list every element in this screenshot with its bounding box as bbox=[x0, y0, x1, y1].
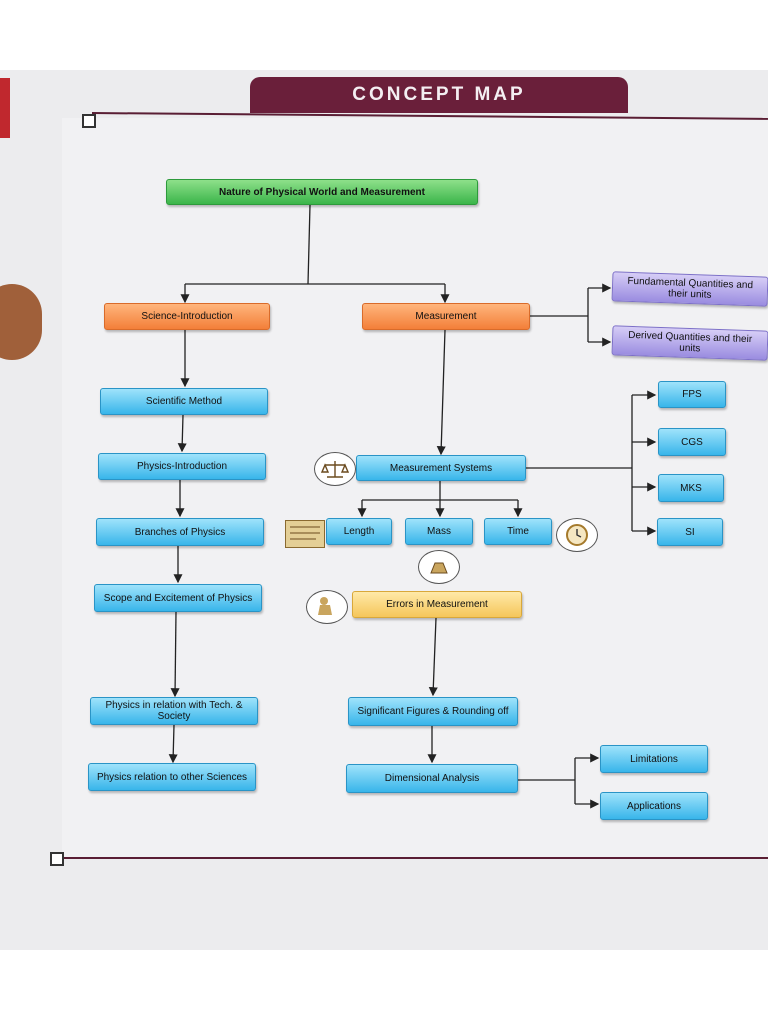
node-mass: Mass bbox=[405, 518, 473, 545]
node-derived-quantities: Derived Quantities and their units bbox=[611, 325, 768, 361]
node-physics-introduction: Physics-Introduction bbox=[98, 453, 266, 480]
ruler-icon bbox=[285, 520, 325, 548]
bottom-rule bbox=[60, 857, 768, 859]
page-edge bbox=[0, 78, 10, 138]
node-branches-of-physics: Branches of Physics bbox=[96, 518, 264, 546]
node-tech-society: Physics in relation with Tech. & Society bbox=[90, 697, 258, 725]
page-title: CONCEPT MAP bbox=[250, 77, 628, 113]
node-measurement-systems: Measurement Systems bbox=[356, 455, 526, 481]
weight-icon bbox=[418, 550, 460, 584]
node-science-introduction: Science-Introduction bbox=[104, 303, 270, 330]
node-errors-in-measurement: Errors in Measurement bbox=[352, 591, 522, 618]
node-measurement: Measurement bbox=[362, 303, 530, 330]
node-cgs: CGS bbox=[658, 428, 726, 456]
node-applications: Applications bbox=[600, 792, 708, 820]
top-corner-marker bbox=[82, 114, 96, 128]
finger bbox=[0, 284, 42, 360]
node-other-sciences: Physics relation to other Sciences bbox=[88, 763, 256, 791]
thinking-figure-icon bbox=[306, 590, 348, 624]
node-si: SI bbox=[657, 518, 723, 546]
node-limitations: Limitations bbox=[600, 745, 708, 773]
node-dimensional-analysis: Dimensional Analysis bbox=[346, 764, 518, 793]
node-mks: MKS bbox=[658, 474, 724, 502]
node-significant-figures: Significant Figures & Rounding off bbox=[348, 697, 518, 726]
node-scientific-method: Scientific Method bbox=[100, 388, 268, 415]
bottom-corner-marker bbox=[50, 852, 64, 866]
node-length: Length bbox=[326, 518, 392, 545]
node-scope-excitement: Scope and Excitement of Physics bbox=[94, 584, 262, 612]
node-fps: FPS bbox=[658, 381, 726, 408]
node-root: Nature of Physical World and Measurement bbox=[166, 179, 478, 205]
node-time: Time bbox=[484, 518, 552, 545]
balance-scale-icon bbox=[314, 452, 356, 486]
node-fundamental-quantities: Fundamental Quantities and their units bbox=[611, 271, 768, 307]
clock-icon bbox=[556, 518, 598, 552]
